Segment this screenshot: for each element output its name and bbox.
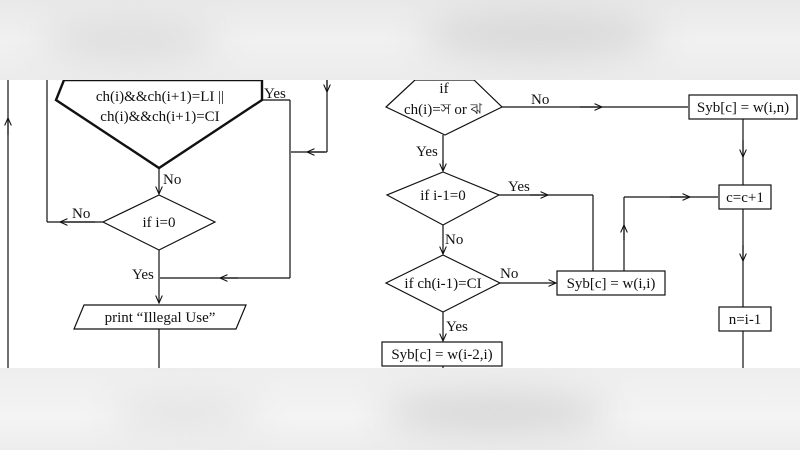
no-label-mid: No	[163, 172, 181, 188]
yes-label-i1: Yes	[508, 179, 530, 195]
right-flowchart	[381, 80, 798, 368]
box-n-i-1-label: n=i-1	[729, 312, 762, 328]
decision-ci-label: if ch(i-1)=CI	[404, 276, 481, 292]
decision-i0-label: if i=0	[142, 215, 175, 231]
box-c-plus-1	[718, 184, 772, 210]
blur-shape	[380, 392, 610, 434]
no-label-i1: No	[445, 232, 463, 248]
bottom-blurred-band	[0, 368, 800, 450]
box-w-i-n-label: Syb[c] = w(i,n)	[697, 100, 789, 116]
blur-shape	[110, 398, 260, 428]
decision-i1-label: if i-1=0	[420, 188, 466, 204]
top-blurred-band	[0, 0, 800, 80]
blur-shape	[420, 10, 660, 60]
decision-diamond-ch	[384, 80, 504, 136]
box-w-i2-i	[381, 341, 503, 367]
no-label-ci: No	[500, 266, 518, 282]
box-n-i-1	[718, 306, 772, 332]
no-label-left: No	[72, 206, 90, 222]
yes-label-top: Yes	[264, 86, 286, 102]
left-flowchart	[8, 80, 327, 368]
box-w-i-i	[556, 270, 666, 296]
print-box-label: print “Illegal Use”	[105, 310, 216, 326]
decision-top-line1: ch(i)&&ch(i+1)=LI ||	[96, 89, 224, 105]
print-box	[73, 304, 247, 330]
yes-label-ci: Yes	[446, 319, 468, 335]
blur-shape	[40, 20, 220, 60]
flowchart-canvas: ch(i)&&ch(i+1)=LI || ch(i)&&ch(i+1)=CI Y…	[0, 80, 800, 368]
yes-label-ch: Yes	[416, 144, 438, 160]
decision-top-line2: ch(i)&&ch(i+1)=CI	[100, 109, 219, 125]
decision-ch-line1: if	[439, 81, 448, 97]
decision-ch-line2: ch(i)=স or ঝ	[404, 102, 483, 118]
box-w-i2-i-label: Syb[c] = w(i-2,i)	[391, 347, 492, 363]
yes-label-bottom: Yes	[132, 267, 154, 283]
flowchart-svg: ch(i)&&ch(i+1)=LI || ch(i)&&ch(i+1)=CI Y…	[0, 80, 798, 368]
box-w-i-i-label: Syb[c] = w(i,i)	[567, 276, 656, 292]
no-label-ch: No	[531, 92, 549, 108]
box-c-plus-1-label: c=c+1	[726, 190, 764, 206]
decision-diamond-top	[54, 80, 264, 170]
